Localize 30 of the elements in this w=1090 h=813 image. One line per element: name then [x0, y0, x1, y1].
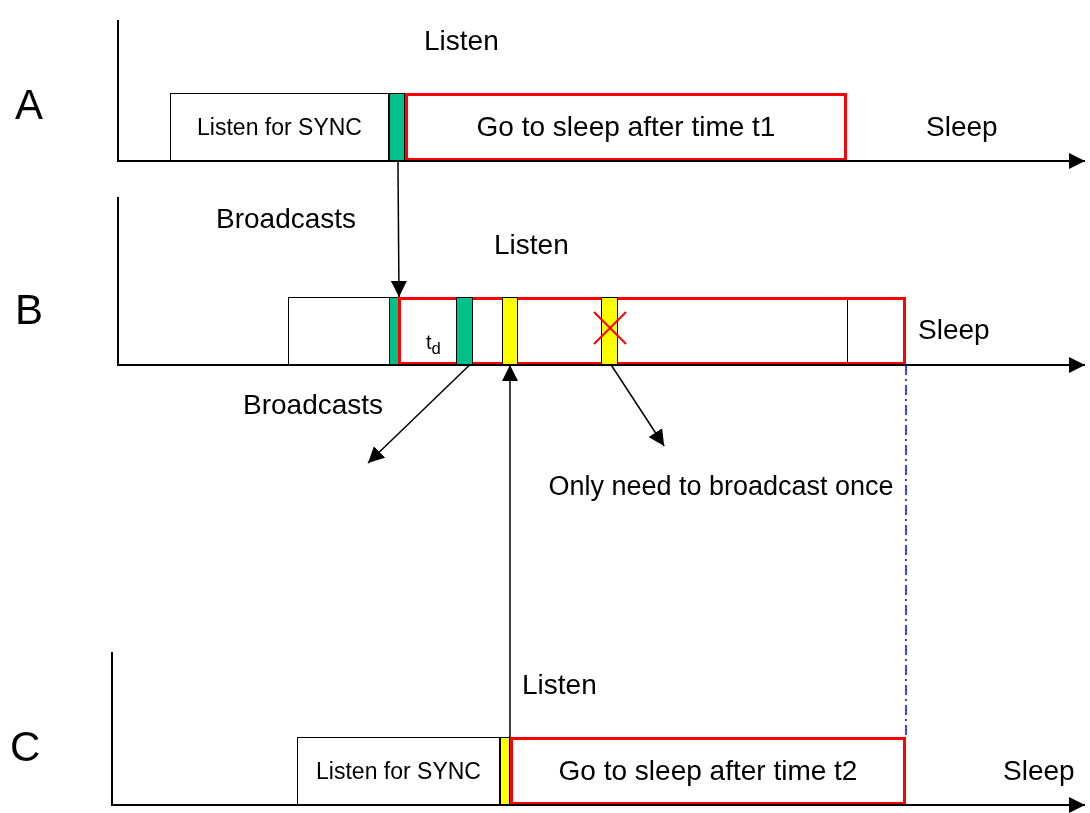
box-label: Go to sleep after time t2 [558, 755, 858, 787]
listen-window-box [405, 93, 847, 161]
arrow [367, 364, 471, 464]
state-label: Listen [494, 228, 569, 262]
state-label: Listen [522, 668, 597, 702]
row-letter: B [15, 285, 43, 335]
dash-dot-line [905, 364, 907, 738]
period-box [297, 737, 500, 805]
listen-window-box [398, 297, 906, 365]
box-label: Listen for SYNC [316, 757, 481, 785]
slot-bar [456, 297, 473, 365]
slot-bar [500, 737, 510, 805]
state-label: Sleep [1003, 754, 1075, 788]
arrow [502, 364, 518, 738]
box-label: Listen for SYNC [197, 113, 362, 141]
state-label: Sleep [926, 110, 998, 144]
box-label: Go to sleep after time t1 [476, 111, 776, 143]
state-label: Listen [424, 24, 499, 58]
arrow [390, 160, 407, 298]
period-box [288, 297, 390, 365]
note-text: Only need to broadcast once [548, 471, 894, 502]
state-label: Sleep [918, 313, 990, 347]
slot-bar [502, 297, 518, 365]
row-letter: C [10, 722, 41, 772]
period-box [170, 93, 389, 161]
listen-window-box [510, 737, 906, 805]
arrow [610, 364, 665, 447]
state-label: t$_{d}$ [426, 330, 441, 359]
slot-bar [389, 93, 405, 161]
row-letter: A [15, 80, 43, 130]
